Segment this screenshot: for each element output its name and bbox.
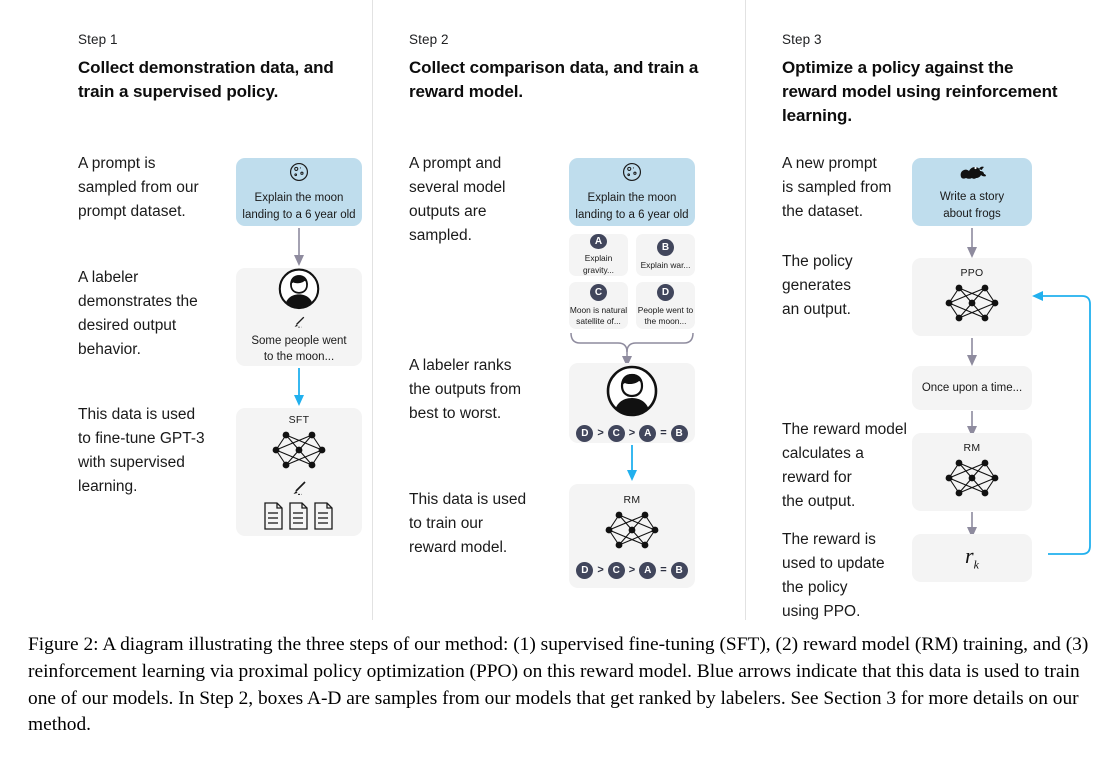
step-1-column: Step 1 Collect demonstration data, and t… [0,0,372,620]
step-1-prompt-box[interactable]: Explain the moon landing to a 6 year old [236,158,362,226]
sample-box-d[interactable]: D People went to the moon... [636,282,695,329]
pencil-icon [294,316,305,328]
labeler-person-icon [606,365,658,416]
step-1-text-1: A prompt is sampled from our prompt data… [78,155,199,221]
ranking-row: D > C > A = B [576,424,688,442]
step-3-reward-box[interactable]: rk [912,534,1032,582]
moon-icon [289,162,309,181]
step-1-arrow-1 [294,228,304,266]
reward-formula: rk [965,543,979,572]
sample-text-a: Explain gravity... [582,253,615,275]
step-2-ranking-box[interactable]: D > C > A = B [569,363,695,443]
ranking-row: D > C > A = B [576,561,688,579]
rank-item-4: B [670,424,688,442]
step-3-rm-box[interactable]: RM [912,433,1032,511]
step-3-arrow-2 [967,338,977,366]
labeler-person-icon [278,268,320,310]
sample-badge-a: A [590,234,607,250]
sample-box-c[interactable]: C Moon is natural satellite of... [569,282,628,329]
figure-caption: Figure 2: A diagram illustrating the thr… [28,634,1089,736]
step-3-arrow-3 [967,411,977,437]
neural-network-icon [945,459,999,497]
sample-box-a[interactable]: A Explain gravity... [569,234,628,276]
step-2-text-1: A prompt and several model outputs are s… [409,155,506,245]
neural-network-icon [272,431,326,468]
documents-icon [264,501,333,530]
step-3-feedback-loop-arrow [1032,291,1091,555]
step-2-text-2: A labeler ranks the outputs from best to… [409,357,522,423]
step-2-title: Collect comparison data, and train a rew… [409,58,699,102]
step-2-rm-box[interactable]: RM D [569,484,695,588]
step-1-arrow-2-blue [294,368,304,406]
sample-badge-b: B [657,238,674,256]
step-3-text-3: The reward model calculates a reward for… [782,421,907,511]
rank-item-1: D [576,424,594,442]
step-2-prompt-caption: Explain the moon landing to a 6 year old [575,191,689,221]
rank-op-3: = [660,427,667,439]
step-1-labeler-box[interactable]: Some people went to the moon... [236,268,362,366]
step-3-prompt-box[interactable]: Write a story about frogs [912,158,1032,226]
sample-badge-d: D [657,283,674,301]
step-3-output-box[interactable]: Once upon a time... [912,366,1032,410]
step-3-arrow-1 [967,228,977,258]
step-3-text-2: The policy generates an output. [782,253,853,319]
frog-icon [960,166,986,179]
rank-item-2: C [607,561,625,579]
rank-op-1: > [597,427,604,439]
rank-item-4: B [670,561,688,579]
step-2-text-3: This data is used to train our reward mo… [409,491,527,557]
neural-network-icon [945,284,999,322]
neural-network-icon [605,511,659,548]
method-diagram: Step 1 Collect demonstration data, and t… [0,0,1118,620]
step-2-label: Step 2 [409,32,449,47]
step-3-prompt-caption: Write a story about frogs [939,190,1005,220]
step-3-text-1: A new prompt is sampled from the dataset… [782,155,892,221]
step-2-column: Step 2 Collect comparison data, and trai… [372,0,745,620]
sample-box-b[interactable]: B Explain war... [636,234,695,276]
rank-item-2: C [607,424,625,442]
step-3-text-4: The reward is used to update the policy … [782,531,885,621]
step-3-ppo-box[interactable]: PPO [912,258,1032,336]
step-2-merge-arrow [570,332,694,367]
sample-text-c: Moon is natural satellite of... [569,304,628,326]
rank-op-2: > [628,564,636,576]
step-2-rm-tag: RM [623,493,641,506]
step-2-arrow-blue [627,445,637,481]
step-1-labeler-caption: Some people went to the moon... [251,334,347,364]
rank-item-3: A [639,424,657,442]
step-3-rm-tag: RM [963,442,981,454]
step-3-arrow-4 [967,512,977,538]
step-1-text-3: This data is used to fine-tune GPT-3 wit… [78,406,205,496]
step-3-label: Step 3 [782,32,822,47]
rank-item-3: A [639,561,657,579]
rank-op-2: > [628,427,636,439]
step-3-ppo-tag: PPO [960,267,984,279]
step-3-column: Step 3 Optimize a policy against the rew… [745,0,1118,620]
step-1-title: Collect demonstration data, and train a … [78,58,334,102]
step-1-prompt-caption: Explain the moon landing to a 6 year old [242,191,356,221]
sample-text-d: People went to the moon... [637,304,694,326]
step-1-sft-box[interactable]: SFT [236,408,362,536]
step-3-title: Optimize a policy against the reward mod… [782,58,1058,126]
sample-badge-c: C [590,283,607,301]
step-1-sft-tag: SFT [288,413,310,426]
rank-op-1: > [597,564,604,576]
step-1-text-2: A labeler demonstrates the desired outpu… [78,269,198,359]
sample-text-b: Explain war... [640,259,691,270]
step-3-output-caption: Once upon a time... [921,381,1023,394]
step-2-prompt-box[interactable]: Explain the moon landing to a 6 year old [569,158,695,226]
step-1-label: Step 1 [78,32,118,47]
pencil-icon [293,480,306,495]
rank-op-3: = [660,564,667,576]
moon-icon [622,162,642,181]
rank-item-1: D [576,561,594,579]
